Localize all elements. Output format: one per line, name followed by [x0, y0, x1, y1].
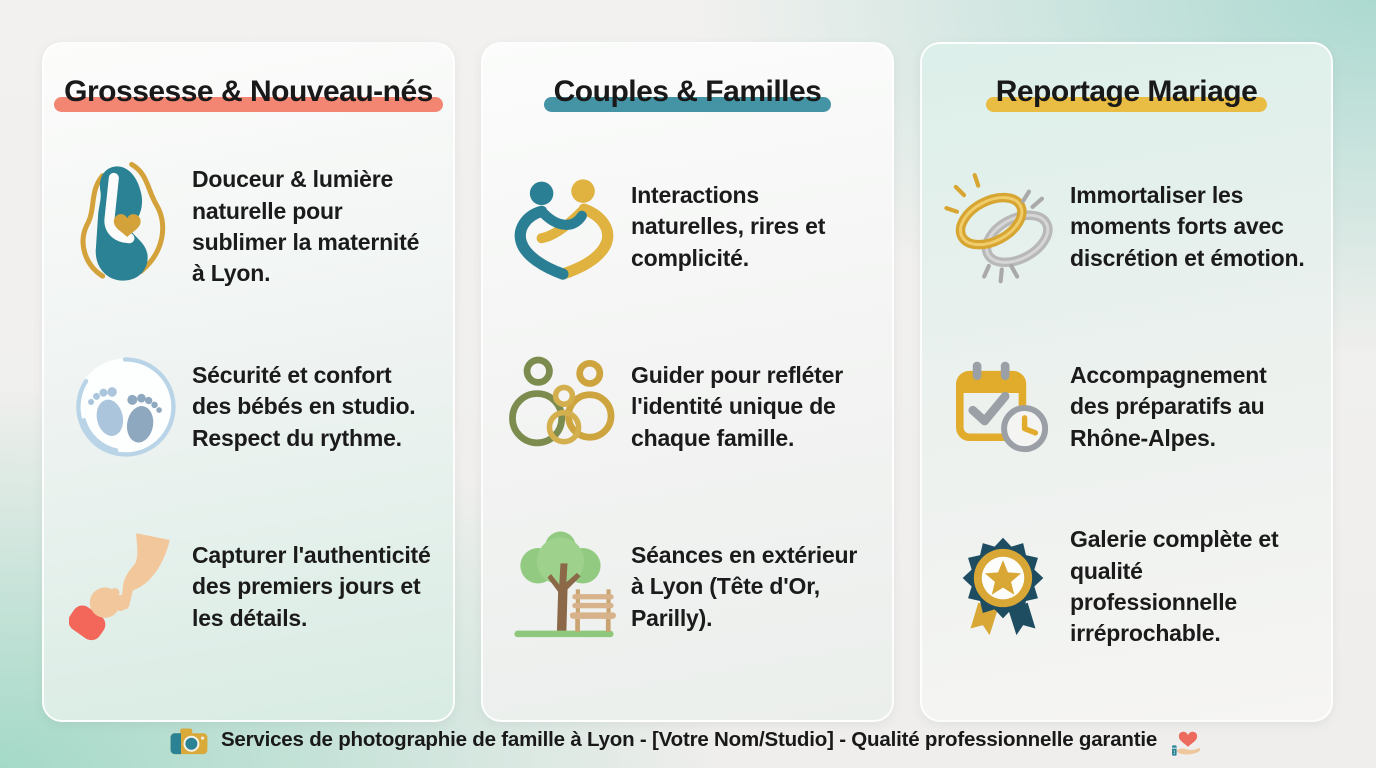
column-title-wrap: Grossesse & Nouveau-nés [54, 70, 443, 118]
columns-container: Grossesse & Nouveau-nés Douceur & lumièr… [42, 42, 1333, 722]
footer: Services de photographie de famille à Ly… [0, 718, 1376, 762]
hand-heart-icon [1169, 721, 1207, 759]
baby-footprints-icon [64, 353, 186, 461]
item-text: Séances en extérieur à Lyon (Tête d'Or, … [631, 542, 858, 631]
column-title: Reportage Mariage [985, 70, 1268, 114]
list-item: Douceur & lumière naturelle pour sublime… [64, 152, 433, 302]
list-item: Capturer l'authenticité des premiers jou… [64, 512, 433, 662]
item-text: Capturer l'authenticité des premiers jou… [192, 542, 431, 631]
pregnant-woman-icon [64, 160, 186, 294]
list-item: Accompagnement des préparatifs au Rhône-… [942, 332, 1311, 482]
column-title-wrap: Couples & Familles [503, 70, 872, 118]
list-item: Guider pour refléter l'identité unique d… [503, 332, 872, 482]
item-text: Immortaliser les moments forts avec disc… [1070, 182, 1305, 271]
list-item: Interactions naturelles, rires et compli… [503, 152, 872, 302]
column-title: Couples & Familles [543, 70, 832, 114]
family-outline-icon [503, 351, 625, 463]
item-text: Interactions naturelles, rires et compli… [631, 182, 826, 271]
column-title-label: Couples & Familles [553, 75, 822, 108]
item-text: Douceur & lumière naturelle pour sublime… [192, 166, 420, 287]
park-tree-bench-icon [503, 528, 625, 646]
list-item: Sécurité et confort des bébés en studio.… [64, 332, 433, 482]
award-badge-icon [942, 528, 1064, 646]
column-title: Grossesse & Nouveau-nés [54, 70, 443, 114]
list-item: Galerie complète et qualité professionne… [942, 512, 1311, 662]
column-couples-familles: Couples & Familles Interactions naturell [481, 42, 894, 722]
couple-heart-icon [503, 171, 625, 283]
column-reportage-mariage: Reportage Mariage [920, 42, 1333, 722]
list-item: Immortaliser les moments forts avec disc… [942, 152, 1311, 302]
column-title-label: Grossesse & Nouveau-nés [64, 75, 433, 108]
column-grossesse-nouveau-nes: Grossesse & Nouveau-nés Douceur & lumièr… [42, 42, 455, 722]
item-text: Guider pour refléter l'identité unique d… [631, 362, 843, 451]
wedding-rings-icon [942, 168, 1064, 286]
calendar-clock-icon [942, 353, 1064, 461]
list-item: Séances en extérieur à Lyon (Tête d'Or, … [503, 512, 872, 662]
holding-hands-icon [64, 531, 186, 643]
footer-text: Services de photographie de famille à Ly… [220, 728, 1158, 751]
column-title-label: Reportage Mariage [995, 75, 1258, 108]
camera-icon [169, 725, 209, 756]
item-text: Galerie complète et qualité professionne… [1070, 526, 1279, 647]
column-title-wrap: Reportage Mariage [942, 70, 1311, 118]
item-text: Sécurité et confort des bébés en studio.… [192, 362, 416, 451]
item-text: Accompagnement des préparatifs au Rhône-… [1070, 362, 1267, 451]
